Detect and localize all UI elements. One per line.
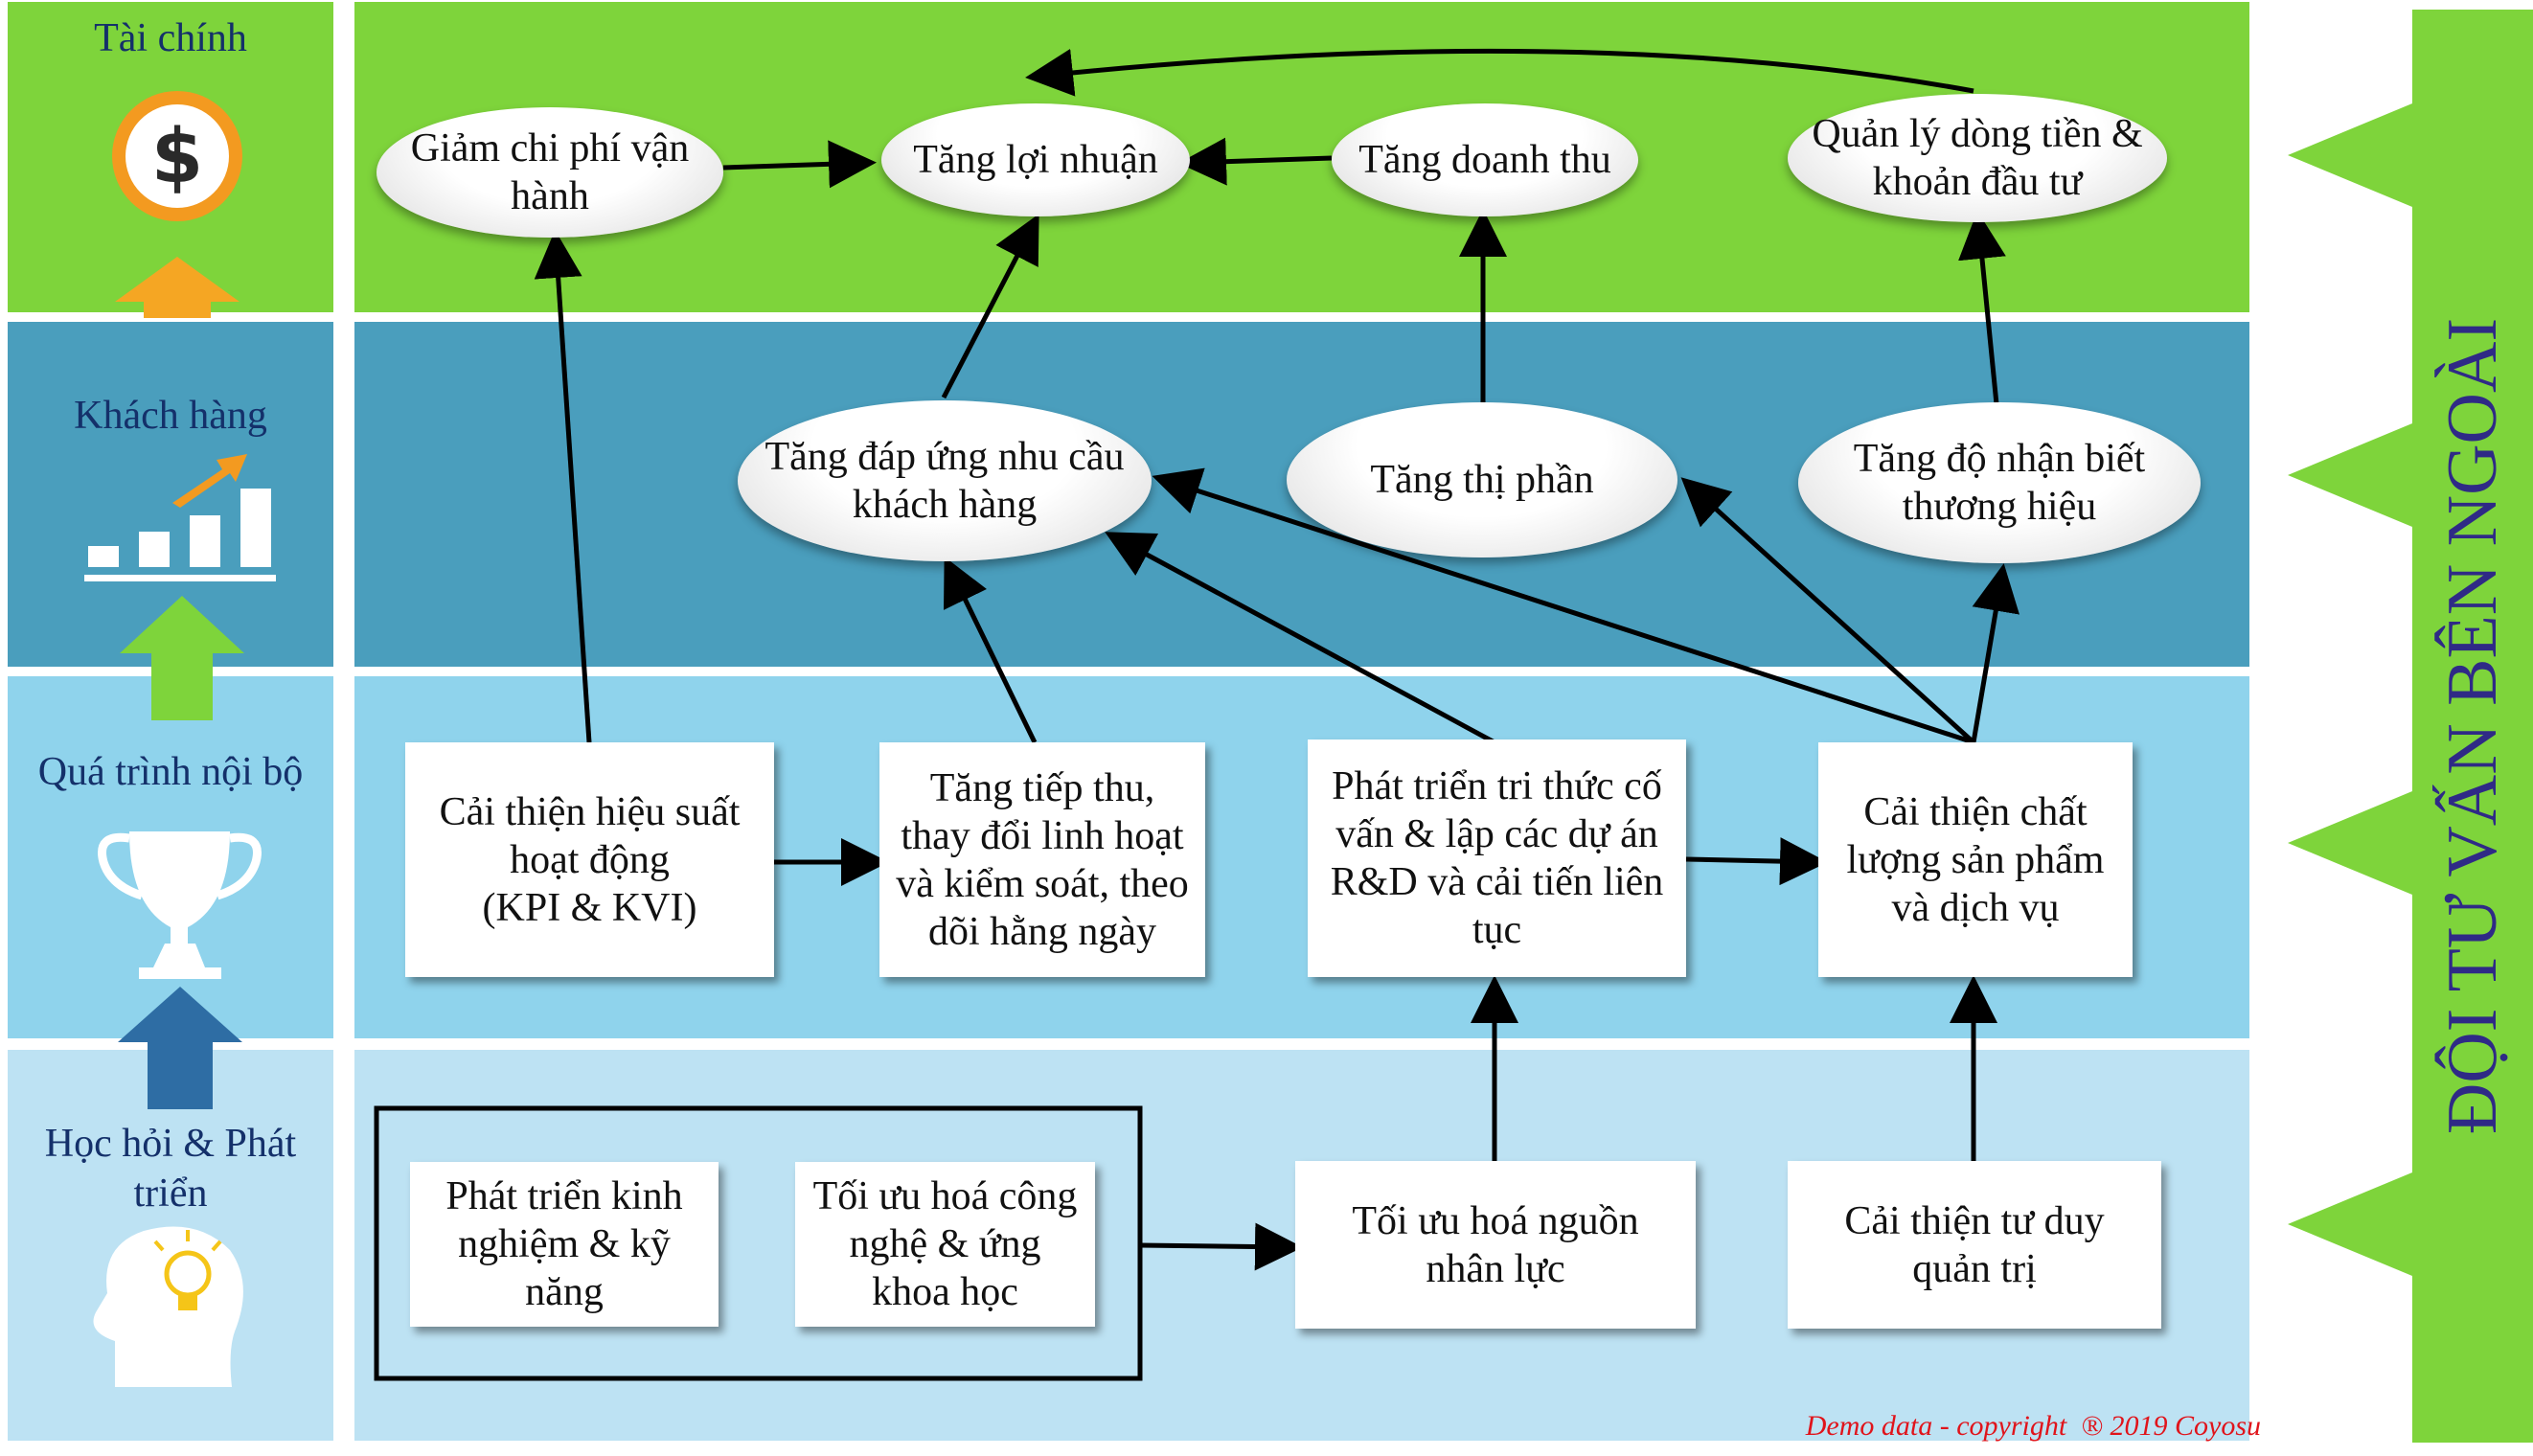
arrow-absorb-needs bbox=[944, 557, 1038, 744]
lane-label-internal: Quá trình nội bộ bbox=[37, 750, 304, 794]
chevron-left-icon bbox=[2288, 791, 2412, 895]
arrow-quality-share bbox=[1680, 477, 1975, 744]
arrow-needs-profit bbox=[941, 214, 1039, 399]
chevron-left-icon bbox=[2288, 103, 2412, 207]
lane-icons: $ bbox=[84, 91, 276, 1387]
arrow-quality-brand bbox=[1971, 563, 2020, 743]
arrow-revenue-profit bbox=[1178, 137, 1333, 186]
node-cashflow: Quản lý dòng tiền & khoản đầu tư bbox=[1788, 94, 2167, 222]
node-market-share: Tăng thị phần bbox=[1287, 402, 1677, 557]
arrow-quality-needs bbox=[1152, 467, 1974, 745]
node-quality: Cải thiện chất lượng sản phẩm và dịch vụ bbox=[1818, 742, 2133, 977]
up-arrow-icon bbox=[115, 257, 240, 318]
lane-label-learning: Học hỏi & Phát triển bbox=[44, 1122, 297, 1216]
node-performance: Cải thiện hiệu suất hoạt động (KPI & KVI… bbox=[405, 742, 774, 977]
up-arrow-icon bbox=[118, 987, 242, 1109]
external-notches bbox=[2288, 103, 2412, 1276]
up-arrow-icon bbox=[120, 596, 244, 720]
chevron-left-icon bbox=[2288, 423, 2412, 527]
node-reduce-cost: Giảm chi phí vận hành bbox=[377, 107, 723, 238]
chevron-left-icon bbox=[2288, 1172, 2412, 1276]
growth-chart-icon bbox=[84, 454, 276, 581]
node-technology: Tối ưu hoá công nghệ & ứng khoa học bbox=[795, 1162, 1095, 1327]
svg-text:$: $ bbox=[151, 114, 203, 200]
arrow-cashflow-profit bbox=[1025, 48, 1974, 97]
arrow-brand-cashflow bbox=[1958, 211, 2006, 415]
copyright-note: Demo data - copyright ® 2019 Coyosu bbox=[1805, 1410, 2261, 1442]
node-customer-needs: Tăng đáp ứng nhu cầu khách hàng bbox=[738, 400, 1152, 561]
node-experience: Phát triển kinh nghiệm & kỹ năng bbox=[410, 1162, 719, 1327]
arrow-perf-cost bbox=[534, 230, 592, 743]
node-absorb: Tăng tiếp thu, thay đổi linh hoạt và kiể… bbox=[879, 742, 1205, 977]
arrow-group-hr bbox=[1139, 1222, 1303, 1271]
node-increase-profit: Tăng lợi nhuận bbox=[881, 103, 1190, 216]
arrow-knowledge-quality bbox=[1685, 837, 1828, 886]
node-management: Cải thiện tư duy quản trị bbox=[1788, 1161, 2161, 1329]
head-lightbulb-icon bbox=[93, 1226, 243, 1387]
node-brand-awareness: Tăng độ nhận biết thương hiệu bbox=[1798, 402, 2201, 563]
node-increase-revenue: Tăng doanh thu bbox=[1332, 103, 1638, 216]
node-human-resources: Tối ưu hoá nguồn nhân lực bbox=[1295, 1161, 1696, 1329]
trophy-icon bbox=[98, 831, 262, 979]
external-bar bbox=[2412, 10, 2533, 1443]
dollar-coin-icon: $ bbox=[112, 91, 242, 221]
lane-label-customer: Khách hàng bbox=[74, 394, 267, 438]
learning-group-frame bbox=[374, 1105, 1143, 1381]
lane-label-financial: Tài chính bbox=[94, 16, 247, 60]
arrow-knowledge-needs bbox=[1105, 532, 1496, 745]
node-knowledge: Phát triển tri thức cố vấn & lập các dự … bbox=[1308, 739, 1686, 977]
arrow-cost-profit bbox=[722, 140, 877, 189]
